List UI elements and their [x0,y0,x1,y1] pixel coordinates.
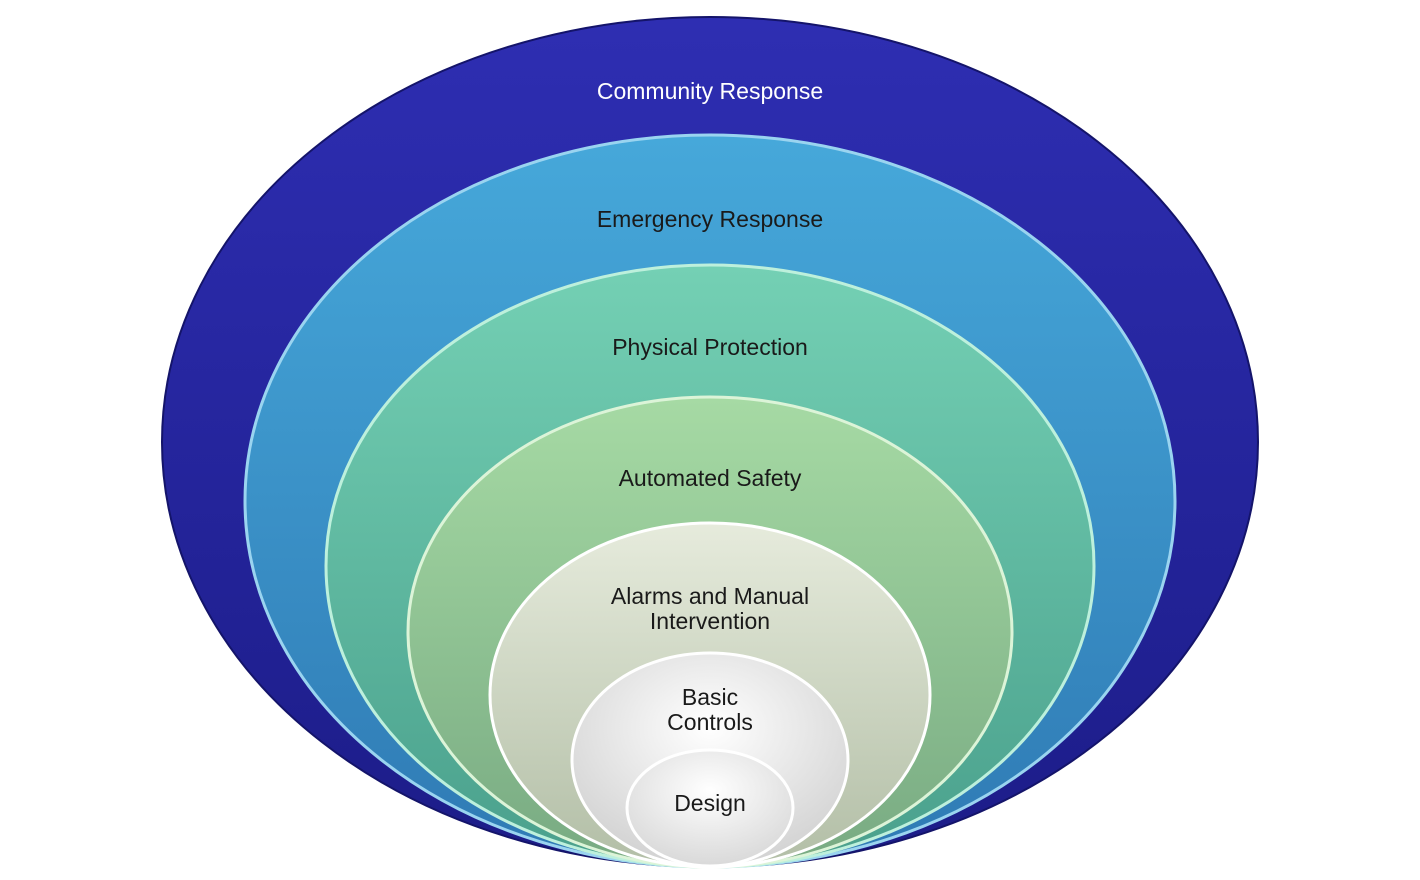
community-response-label: Community Response [596,78,824,104]
emergency-response-label: Emergency Response [596,206,824,232]
design-label: Design [674,790,746,816]
automated-safety-label: Automated Safety [618,465,802,491]
layer-design [625,748,795,868]
physical-protection-label: Physical Protection [612,334,808,360]
basic-controls-label: Basic Controls [667,684,753,735]
alarms-manual-intervention-label: Alarms and Manual Intervention [610,583,810,634]
